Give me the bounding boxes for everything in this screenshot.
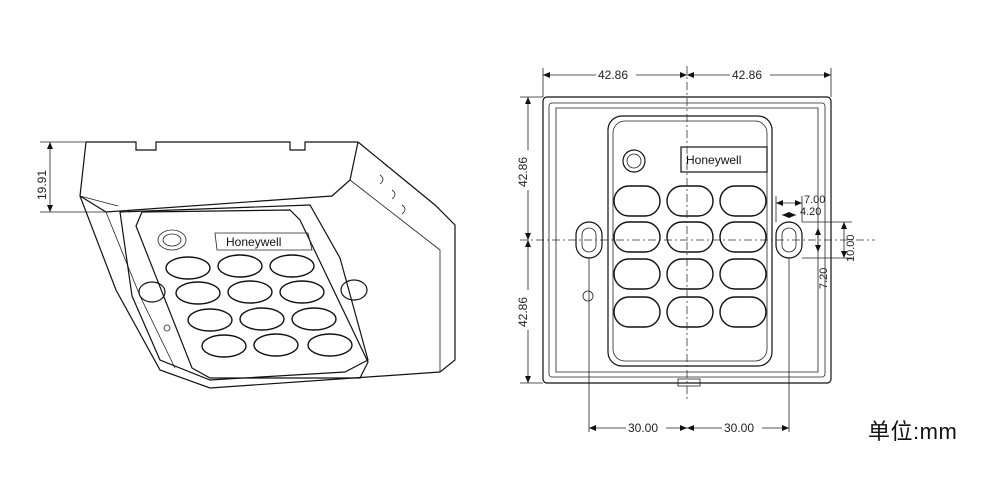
- iso-keys: [165, 254, 353, 358]
- left-lower-dim: 42.86: [516, 297, 530, 327]
- front-brand-label: Honeywell: [686, 153, 741, 167]
- left-upper-dim: 42.86: [516, 157, 530, 187]
- iso-brand-label: Honeywell: [226, 235, 281, 249]
- isometric-view: Honeywell 19.91: [35, 141, 456, 389]
- slot-offset-dim: 7.20: [818, 268, 830, 289]
- slot-width-dim: 7.00: [804, 194, 825, 206]
- bottom-left-dim: 30.00: [628, 421, 658, 435]
- side-height-dim: 19.91: [35, 170, 49, 200]
- top-left-dim: 42.86: [598, 68, 628, 82]
- top-right-dim: 42.86: [732, 68, 762, 82]
- unit-label: 单位:mm: [868, 419, 958, 444]
- bottom-right-dim: 30.00: [724, 421, 754, 435]
- slot-inner-dim: 4.20: [800, 206, 821, 218]
- front-keys: [613, 185, 767, 328]
- front-view: Honeywell: [516, 66, 875, 435]
- slot-height-dim: 10.00: [845, 234, 857, 262]
